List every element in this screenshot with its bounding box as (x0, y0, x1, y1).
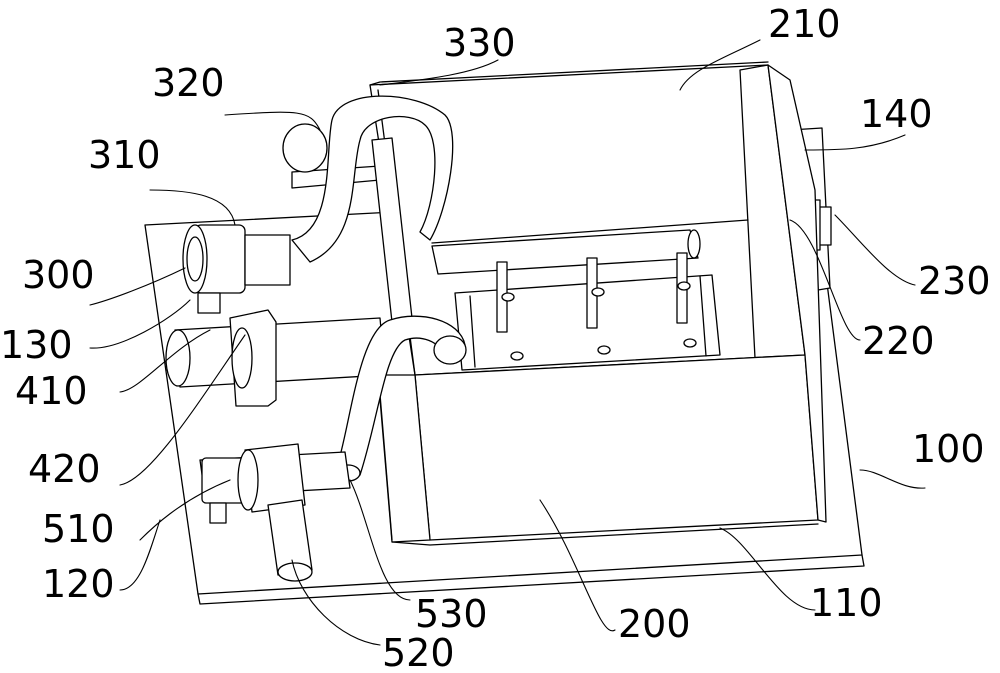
label-420: 420 (28, 447, 101, 491)
label-510: 510 (42, 507, 115, 551)
label-220: 220 (862, 319, 935, 363)
label-530: 530 (415, 592, 488, 636)
label-520: 520 (382, 631, 455, 673)
middle-pipe (165, 309, 386, 407)
label-110: 110 (810, 581, 883, 625)
label-200: 200 (618, 602, 691, 646)
lower-pipe (199, 315, 467, 582)
label-330: 330 (443, 21, 516, 65)
label-300: 300 (22, 253, 95, 297)
label-230: 230 (918, 259, 991, 303)
leader-lines (89, 39, 926, 646)
upper-pipe (182, 95, 454, 323)
label-310: 310 (88, 133, 161, 177)
label-140: 140 (860, 92, 933, 136)
label-320: 320 (152, 61, 225, 105)
label-210: 210 (768, 2, 841, 46)
label-120: 120 (42, 562, 115, 606)
spray-tray (431, 229, 721, 371)
label-100: 100 (912, 427, 985, 471)
label-410: 410 (15, 369, 88, 413)
label-130: 130 (0, 323, 73, 367)
